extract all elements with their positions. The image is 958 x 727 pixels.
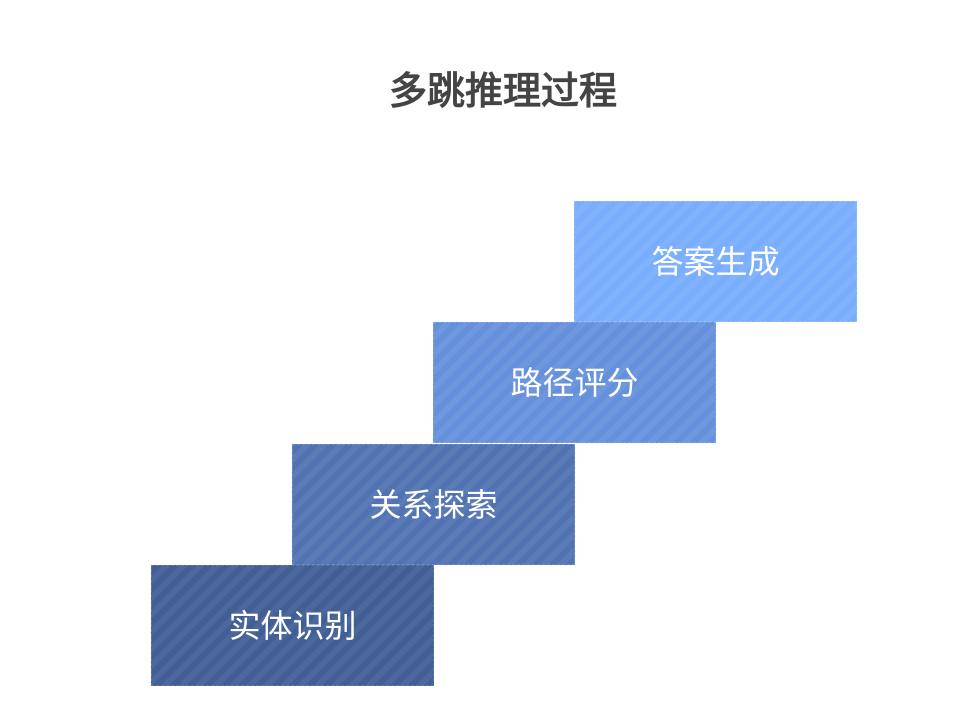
step-entity-recognition: 实体识别 xyxy=(151,565,434,686)
diagram-title: 多跳推理过程 xyxy=(388,69,617,113)
step-answer-generation: 答案生成 xyxy=(574,201,857,322)
step-relation-exploration: 关系探索 xyxy=(292,444,575,565)
step-label: 答案生成 xyxy=(651,242,780,281)
step-path-scoring: 路径评分 xyxy=(433,322,716,443)
step-label: 路径评分 xyxy=(510,363,639,402)
step-label: 实体识别 xyxy=(228,606,357,645)
step-label: 关系探索 xyxy=(369,485,498,524)
